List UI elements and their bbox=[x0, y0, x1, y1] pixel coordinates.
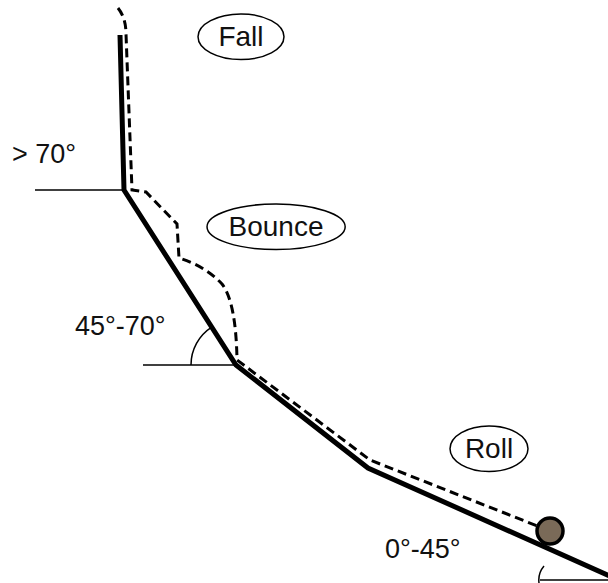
angle-arc bbox=[191, 327, 212, 365]
horizontal-reference bbox=[540, 579, 608, 581]
motion-label: Fall bbox=[218, 22, 263, 53]
angle-label: > 70° bbox=[12, 140, 76, 170]
horizontal-reference bbox=[143, 364, 236, 366]
motion-label: Roll bbox=[465, 434, 513, 465]
motion-ellipse: Roll bbox=[449, 425, 529, 473]
horizontal-reference bbox=[35, 189, 124, 191]
angle-label: 45°-70° bbox=[75, 312, 166, 342]
rock-ball bbox=[537, 518, 563, 544]
slope-profile bbox=[120, 35, 608, 577]
motion-ellipse: Bounce bbox=[206, 203, 346, 251]
motion-ellipse: Fall bbox=[197, 13, 285, 61]
trajectory-path bbox=[118, 8, 540, 527]
motion-label: Bounce bbox=[229, 212, 324, 243]
angle-label: 0°-45° bbox=[385, 535, 461, 565]
angle-arc bbox=[539, 566, 544, 583]
